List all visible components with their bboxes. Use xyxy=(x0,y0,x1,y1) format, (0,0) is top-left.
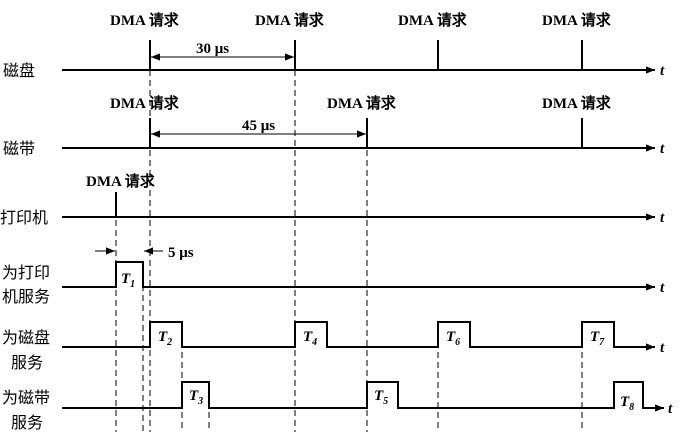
disk-t-label: t xyxy=(660,63,665,79)
pulse-label-t1: T1 xyxy=(121,271,135,290)
pulse-label-t3: T3 xyxy=(189,388,203,407)
disk-label: 磁盘 xyxy=(3,61,35,80)
printer-service-waveform xyxy=(62,261,655,288)
tape-dma-request-label: DMA 请求 xyxy=(110,94,180,112)
tape-service-row: 为磁带 服务 t T3 T5 T8 xyxy=(2,381,673,432)
printer-dma-request-label: DMA 请求 xyxy=(86,172,156,190)
printer-service-t-label: t xyxy=(660,280,665,296)
tape-service-waveform xyxy=(62,381,650,409)
disk-dma-request-label: DMA 请求 xyxy=(255,11,325,29)
pulse-label-t4: T4 xyxy=(303,329,317,348)
disk-interval-label: 30 μs xyxy=(196,41,229,57)
pulse-label-t5: T5 xyxy=(374,388,388,407)
printer-service-label-line2: 机服务 xyxy=(2,288,50,306)
disk-dma-request-label: DMA 请求 xyxy=(542,11,612,29)
printer-row: 打印机 t DMA 请求 xyxy=(0,172,665,227)
disk-dma-request-label: DMA 请求 xyxy=(110,11,180,29)
printer-t-label: t xyxy=(660,210,665,226)
printer-label: 打印机 xyxy=(0,209,48,227)
tape-interval-label: 45 μs xyxy=(242,118,275,134)
disk-service-row: 为磁盘 服务 t T2 T4 T6 T7 xyxy=(2,321,665,372)
disk-service-label-line2: 服务 xyxy=(11,354,43,372)
tape-row: 磁带 t DMA 请求 DMA 请求 DMA 请求 45 μs xyxy=(3,94,665,158)
pulse-label-t8: T8 xyxy=(620,394,634,413)
printer-service-label-line1: 为打印 xyxy=(2,264,50,282)
tape-dma-request-label: DMA 请求 xyxy=(327,94,397,112)
disk-service-label-line1: 为磁盘 xyxy=(2,328,50,347)
tape-service-label-line2: 服务 xyxy=(11,414,43,432)
tape-dma-request-label: DMA 请求 xyxy=(542,94,612,112)
disk-service-waveform xyxy=(62,321,650,348)
pulse-label-t6: T6 xyxy=(446,329,460,348)
pulse-label-t7: T7 xyxy=(590,329,605,348)
tape-label: 磁带 xyxy=(3,140,35,158)
tape-t-label: t xyxy=(660,141,665,157)
print-interval-label: 5 μs xyxy=(168,245,194,261)
disk-row: 磁盘 t DMA 请求 DMA 请求 DMA 请求 DMA 请求 30 μs xyxy=(3,11,665,80)
tape-service-t-label: t xyxy=(668,401,673,417)
disk-dma-request-label: DMA 请求 xyxy=(398,11,468,29)
tape-service-label-line1: 为磁带 xyxy=(2,389,50,407)
pulse-label-t2: T2 xyxy=(158,329,172,348)
disk-service-t-label: t xyxy=(660,340,665,356)
printer-service-row: 为打印 机服务 t 5 μs T1 xyxy=(2,245,665,306)
